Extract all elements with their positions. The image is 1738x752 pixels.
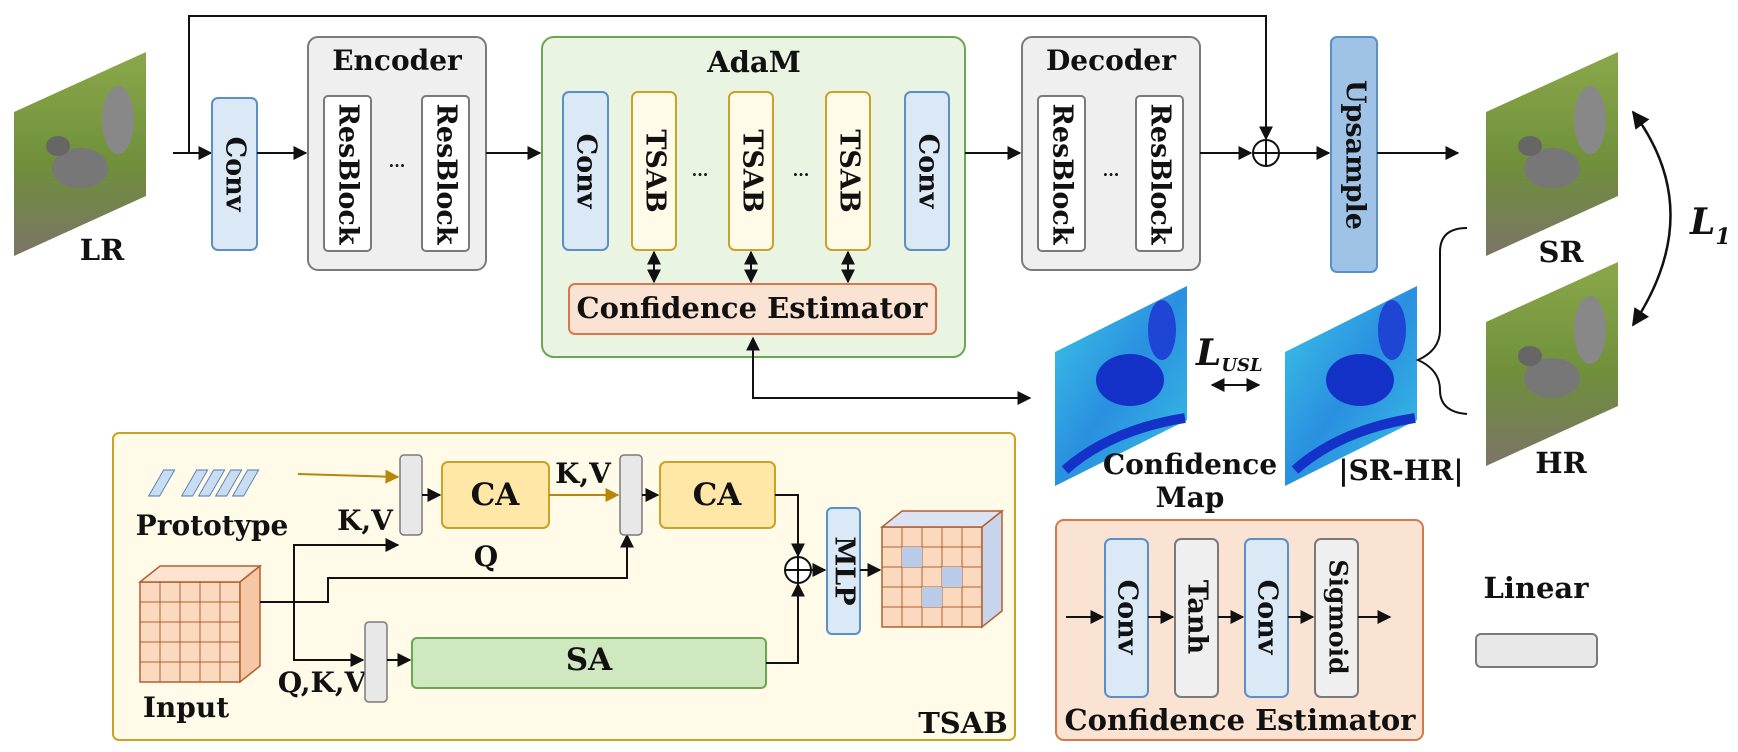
- ce-detail-title: Confidence Estimator: [1065, 703, 1417, 737]
- conv-block: Conv: [211, 97, 258, 251]
- adam-confidence-estimator: Confidence Estimator: [577, 291, 929, 325]
- decoder-title: Decoder: [1046, 44, 1177, 77]
- kv-label-1: K,V: [337, 504, 394, 537]
- upsample-label: Upsample: [1340, 80, 1371, 230]
- confidence-map-label-1: Confidence: [1103, 448, 1277, 481]
- upsample-block: Upsample: [1330, 36, 1378, 273]
- output-tensor-icon: [879, 509, 1005, 629]
- adam-dots-1: ...: [692, 161, 709, 180]
- input-q-arrow: [294, 533, 634, 603]
- ce-to-confidence-map-arrow: [746, 336, 1032, 405]
- mlp-label: MLP: [829, 536, 860, 605]
- adam-tsab-2: TSAB: [737, 129, 768, 212]
- decoder-resblock-2: ResBlock: [1145, 103, 1176, 245]
- adam-block: AdaM Conv TSAB ... TSAB ... TSAB Conv Co…: [541, 36, 966, 358]
- linear-layer-2: [619, 454, 643, 536]
- brace-icon: [1415, 227, 1468, 415]
- input-label: Input: [143, 691, 229, 724]
- encoder-dots: ...: [389, 152, 406, 171]
- encoder-block: Encoder ResBlock ... ResBlock: [307, 36, 487, 271]
- hr-label: HR: [1535, 446, 1587, 480]
- ca-label-1: CA: [471, 477, 521, 513]
- decoder-dots: ...: [1103, 161, 1120, 180]
- l1-loss-label: L1: [1689, 201, 1731, 250]
- encoder-resblock-1: ResBlock: [333, 103, 364, 245]
- sr-hr-diff-image: [1285, 286, 1417, 486]
- linear-layer-3: [364, 621, 388, 703]
- encoder-title: Encoder: [332, 44, 463, 77]
- add-circle-icon-tsab: [784, 556, 812, 584]
- ce-layer-2: Tanh: [1182, 580, 1213, 655]
- legend-linear-swatch: [1475, 633, 1598, 668]
- adam-conv-1: Conv: [571, 134, 602, 210]
- lr-image: [14, 52, 146, 256]
- adam-title: AdaM: [706, 45, 801, 79]
- encoder-resblock-2: ResBlock: [431, 103, 462, 245]
- prototype-tokens-icon: [147, 469, 260, 497]
- linear-layer-1: [399, 454, 423, 536]
- ca-label-2: CA: [693, 477, 743, 513]
- ce-layer-3: Conv: [1252, 580, 1283, 656]
- adam-tsab-1: TSAB: [640, 129, 671, 212]
- sr-label: SR: [1538, 235, 1584, 269]
- confidence-map-image: [1055, 286, 1187, 486]
- ce-layer-4: Sigmoid: [1324, 559, 1353, 674]
- prototype-arrow: [297, 469, 400, 484]
- usl-loss-label: LUSL: [1195, 332, 1263, 376]
- tsab-title: TSAB: [918, 706, 1008, 740]
- qkv-label: Q,K,V: [278, 666, 368, 699]
- input-qkv-arrow: [293, 602, 365, 667]
- hr-image: [1486, 262, 1618, 466]
- confidence-map-label-2: Map: [1156, 481, 1225, 514]
- input-kv-arrow: [260, 538, 400, 603]
- decoder-block: Decoder ResBlock ... ResBlock: [1021, 36, 1201, 271]
- legend-linear-label: Linear: [1483, 571, 1589, 605]
- ce-layer-1: Conv: [1112, 580, 1143, 656]
- adam-dots-2: ...: [793, 161, 810, 180]
- sr-image: [1486, 52, 1618, 256]
- input-tensor-icon: [137, 564, 263, 684]
- lr-label: LR: [80, 233, 125, 267]
- adam-tsab-3: TSAB: [834, 129, 865, 212]
- l1-loss-arrow: [1631, 110, 1672, 327]
- tsab-detail-panel: TSAB Prototype Input K,V Q Q,K,V C: [112, 432, 1016, 741]
- sa-label: SA: [566, 642, 613, 678]
- decoder-resblock-1: ResBlock: [1047, 103, 1078, 245]
- add-circle-icon: [1252, 139, 1280, 167]
- adam-conv-2: Conv: [913, 134, 944, 210]
- prototype-label: Prototype: [136, 509, 289, 542]
- conv-label: Conv: [220, 137, 251, 213]
- confidence-estimator-panel: Conv Tanh Conv Sigmoid Confidence Estima…: [1055, 519, 1424, 741]
- diff-map-label: |SR-HR|: [1338, 454, 1463, 487]
- q-label: Q: [474, 540, 498, 573]
- kv-label-2: K,V: [555, 457, 612, 490]
